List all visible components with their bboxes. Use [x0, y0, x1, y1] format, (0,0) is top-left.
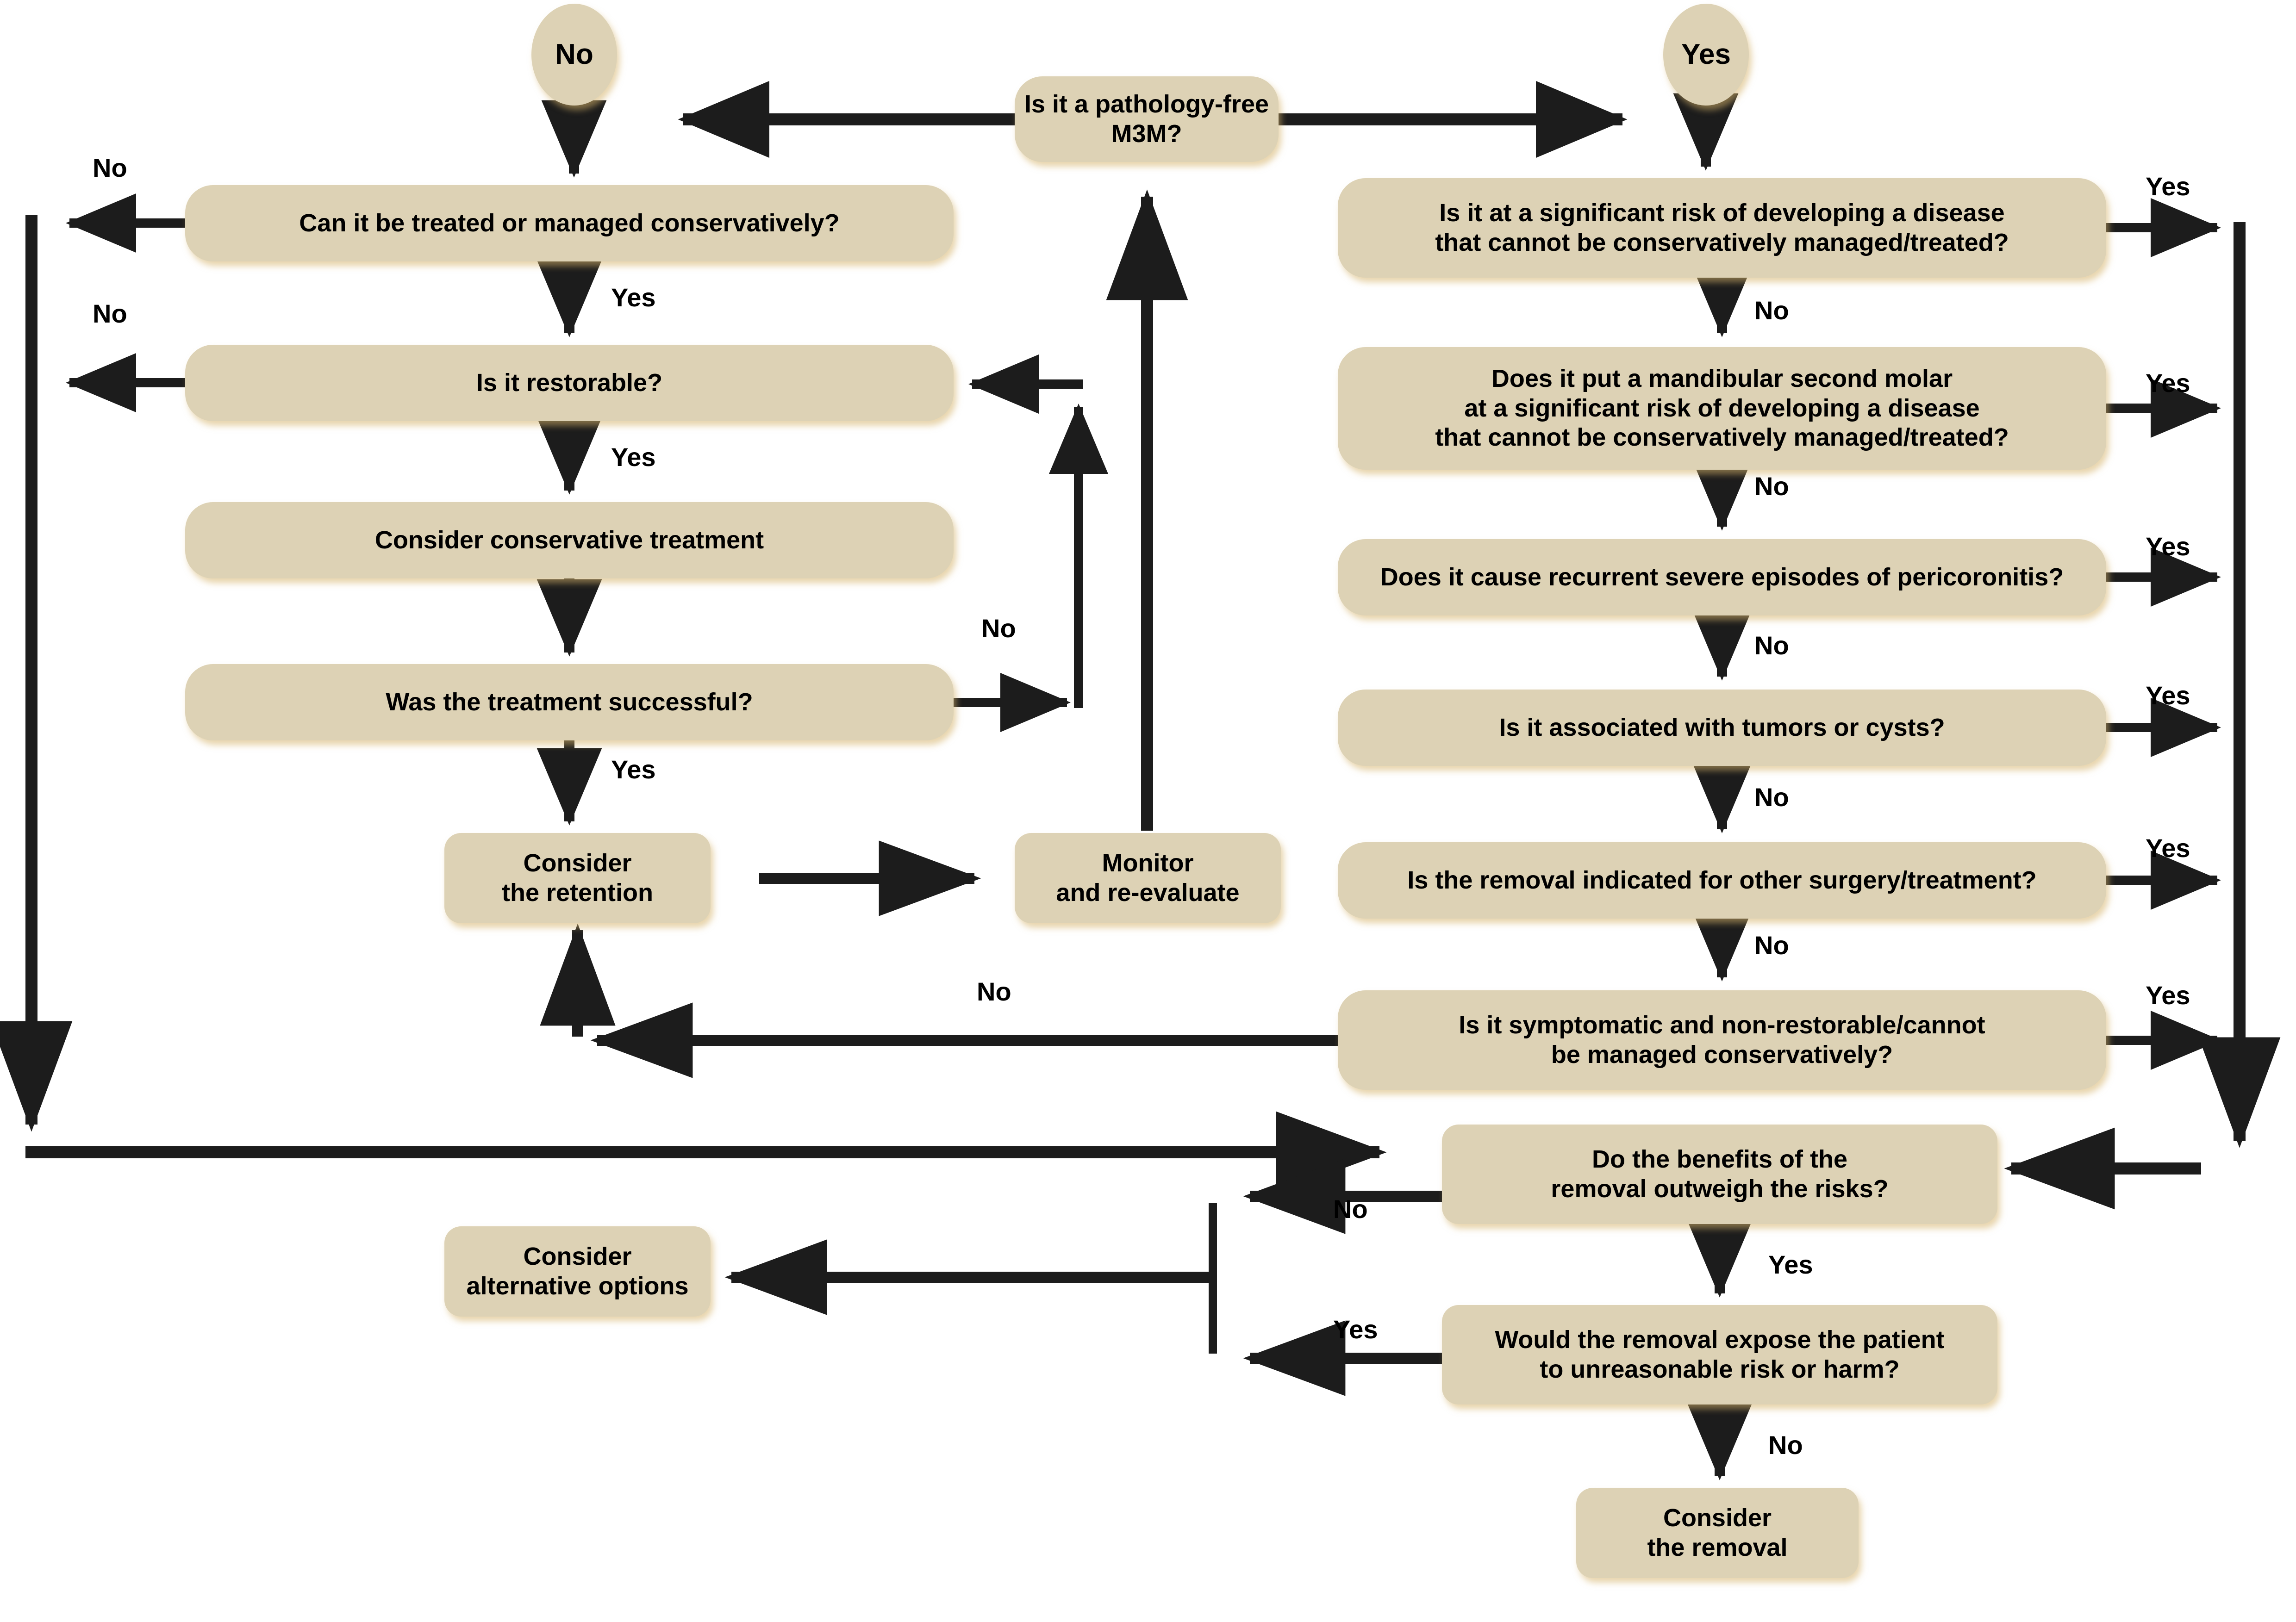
- node-label: Is the removal indicated for other surge…: [1407, 866, 2037, 894]
- edge-label-yes-benefits: Yes: [1768, 1250, 1813, 1279]
- node-recurrent-pericoronitis[interactable]: Does it cause recurrent severe episodes …: [1338, 539, 2106, 615]
- node-significant-risk-disease[interactable]: Is it at a significant risk of developin…: [1338, 178, 2106, 278]
- edge-label-no-pericoronitis: No: [1754, 631, 1789, 660]
- node-can-treat-conservatively[interactable]: Can it be treated or managed conservativ…: [185, 185, 954, 261]
- node-no-ellipse[interactable]: No: [531, 4, 617, 106]
- node-tumors-or-cysts[interactable]: Is it associated with tumors or cysts?: [1338, 690, 2106, 766]
- node-label: Yes: [1681, 38, 1731, 71]
- node-yes-ellipse[interactable]: Yes: [1663, 4, 1749, 106]
- node-symptomatic-non-restorable[interactable]: Is it symptomatic and non-restorable/can…: [1338, 990, 2106, 1090]
- node-label: Is it associated with tumors or cysts?: [1499, 713, 1945, 741]
- edge-label-no-unreasonable: No: [1768, 1430, 1803, 1460]
- edge-label-yes-risk: Yes: [2146, 172, 2190, 201]
- edge-label-yes-molar: Yes: [2146, 368, 2190, 398]
- node-consider-conservative-treatment[interactable]: Consider conservative treatment: [185, 502, 954, 578]
- edge-label-no-risk: No: [1754, 296, 1789, 325]
- edge-label-no-conservative: No: [93, 153, 127, 182]
- node-label: Is it at a significant risk of developin…: [1435, 199, 2009, 256]
- edge-label-no-surgery: No: [1754, 931, 1789, 960]
- node-label: Was the treatment successful?: [386, 688, 753, 716]
- edge-label-yes-treatment: Yes: [611, 755, 656, 784]
- edge-label-no-restorable: No: [93, 299, 127, 328]
- edge-label-yes-pericoronitis: Yes: [2146, 532, 2190, 561]
- edge-label-yes-conservative: Yes: [611, 283, 656, 312]
- edge-label-no-tumors: No: [1754, 783, 1789, 812]
- node-label: Does it cause recurrent severe episodes …: [1380, 563, 2064, 591]
- edge-label-yes-restorable: Yes: [611, 442, 656, 472]
- node-removal-other-surgery[interactable]: Is the removal indicated for other surge…: [1338, 842, 2106, 919]
- edge-label-no-treatment: No: [981, 614, 1016, 643]
- node-label: Consider conservative treatment: [374, 526, 764, 554]
- edge-label-yes-symptomatic: Yes: [2146, 981, 2190, 1010]
- edge-label-yes-surgery: Yes: [2146, 833, 2190, 863]
- edge-label-yes-unreasonable: Yes: [1333, 1315, 1378, 1344]
- node-is-it-restorable[interactable]: Is it restorable?: [185, 345, 954, 421]
- edge-label-no-symptomatic: No: [977, 977, 1011, 1006]
- node-label: Can it be treated or managed conservativ…: [299, 209, 840, 237]
- node-was-treatment-successful[interactable]: Was the treatment successful?: [185, 664, 954, 740]
- node-label: Is it symptomatic and non-restorable/can…: [1459, 1011, 1985, 1069]
- edge-label-yes-tumors: Yes: [2146, 681, 2190, 710]
- edge-label-no-molar: No: [1754, 472, 1789, 501]
- node-label: Is it restorable?: [476, 368, 663, 397]
- node-label: No: [555, 38, 593, 71]
- edge-label-no-benefits: No: [1333, 1194, 1368, 1224]
